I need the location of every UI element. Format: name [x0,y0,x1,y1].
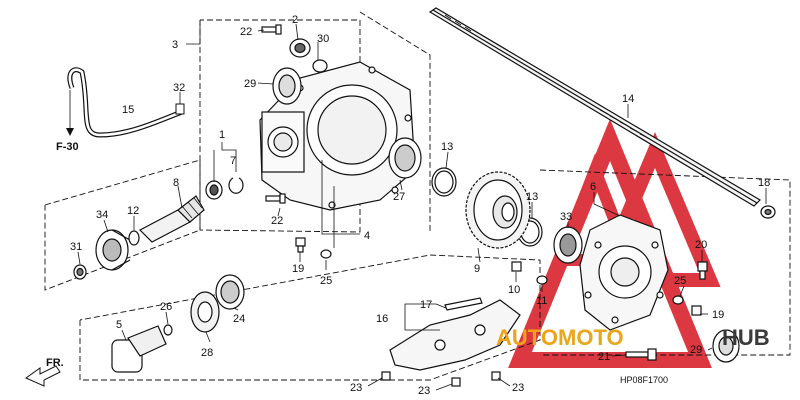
stopper-ring-26 [163,324,173,336]
callout-28: 28 [201,347,213,359]
bearing-2 [289,38,311,58]
propeller-joint-5 [111,325,167,373]
callout-2: 2 [292,14,298,26]
callout-22: 22 [271,215,283,227]
callout-29: 29 [244,78,256,90]
leader-lines [77,20,767,391]
callout-14: 14 [622,93,634,105]
nut-31 [73,264,87,280]
washer-11 [536,275,548,285]
watermark-auto: AUTO [496,325,558,350]
diagram-code: HP08F1700 [620,375,668,385]
oil-seal-lower [712,329,740,363]
washer-12 [128,230,140,246]
washer-18 [760,205,776,219]
bearing-33 [553,226,583,264]
callout-18: 18 [758,177,770,189]
callout-13: 13 [526,191,538,203]
ring-gear-9 [465,171,531,249]
callout-1: 1 [219,129,225,141]
callout-19: 19 [712,309,724,321]
callout-7: 7 [230,155,236,167]
callout-3: 3 [172,39,178,51]
callout-27: 27 [393,191,405,203]
watermark-logo-text: AUTO MOTO HUB [496,325,770,350]
callout-10: 10 [508,284,520,296]
gear-case-cover-6 [579,214,669,331]
callout-11: 11 [536,295,547,307]
callout-6: 6 [590,181,596,193]
bearing-1 [205,180,223,200]
bolt-22-upper [261,24,282,35]
front-label: FR. [46,357,64,369]
drive-shaft [428,7,761,207]
callout-labels: 3 22 2 30 32 15 29 1 7 8 34 12 31 22 27 … [70,14,770,397]
callout-16: 16 [376,313,388,325]
skid-plate-16 [389,299,521,371]
callout-24: 24 [233,313,245,325]
callout-5: 5 [116,319,122,331]
callout-26: 26 [160,301,172,313]
o-ring-30 [312,59,328,73]
callout-34: 34 [96,209,108,221]
bolt-19-case [295,237,306,253]
callout-25: 25 [674,275,686,287]
oil-seal-upper [272,67,302,105]
callout-21: 21 [598,351,610,363]
callout-4: 4 [364,230,370,242]
bolt-22-lower [265,193,286,204]
pinion-gear-8 [138,195,205,243]
callout-32: 32 [173,82,185,94]
rubber-strip-17 [444,297,483,311]
callout-12: 12 [127,205,139,217]
bearing-24 [215,274,245,310]
ref-label-f30: F-30 [56,141,79,153]
watermark-moto: MOTO [558,325,624,350]
callout-25: 25 [320,275,332,287]
breather-hose [66,67,185,138]
bearing-34 [95,229,131,271]
seal-13-a [431,167,457,197]
callout-30: 30 [317,33,329,45]
bolt-20 [697,261,708,280]
front-arrow: FR. [24,357,64,387]
circlip-7 [228,177,244,194]
final-gear-case [259,61,416,211]
callout-20: 20 [695,239,707,251]
callout-23: 23 [512,382,524,394]
assembly-frames [44,11,791,381]
bolt-10 [511,261,522,272]
callout-13: 13 [441,141,453,153]
bolt-21 [625,348,657,361]
callout-17: 17 [420,299,432,311]
bolts-23 [381,371,501,387]
washer-25-cover [672,295,684,305]
callout-23: 23 [350,382,362,394]
callout-15: 15 [122,104,134,116]
watermark-hub: HUB [722,325,770,350]
damper-holder-28 [190,291,220,333]
bolt-19-cover [691,305,702,316]
washer-25-case [320,249,332,259]
bearing-27 [388,137,422,179]
callout-23: 23 [418,385,430,397]
callout-33: 33 [560,211,572,223]
callout-29: 29 [690,344,702,356]
callout-8: 8 [173,177,179,189]
callout-22: 22 [240,26,252,38]
callout-19: 19 [292,263,304,275]
callout-9: 9 [474,263,480,275]
callout-31: 31 [70,241,82,253]
